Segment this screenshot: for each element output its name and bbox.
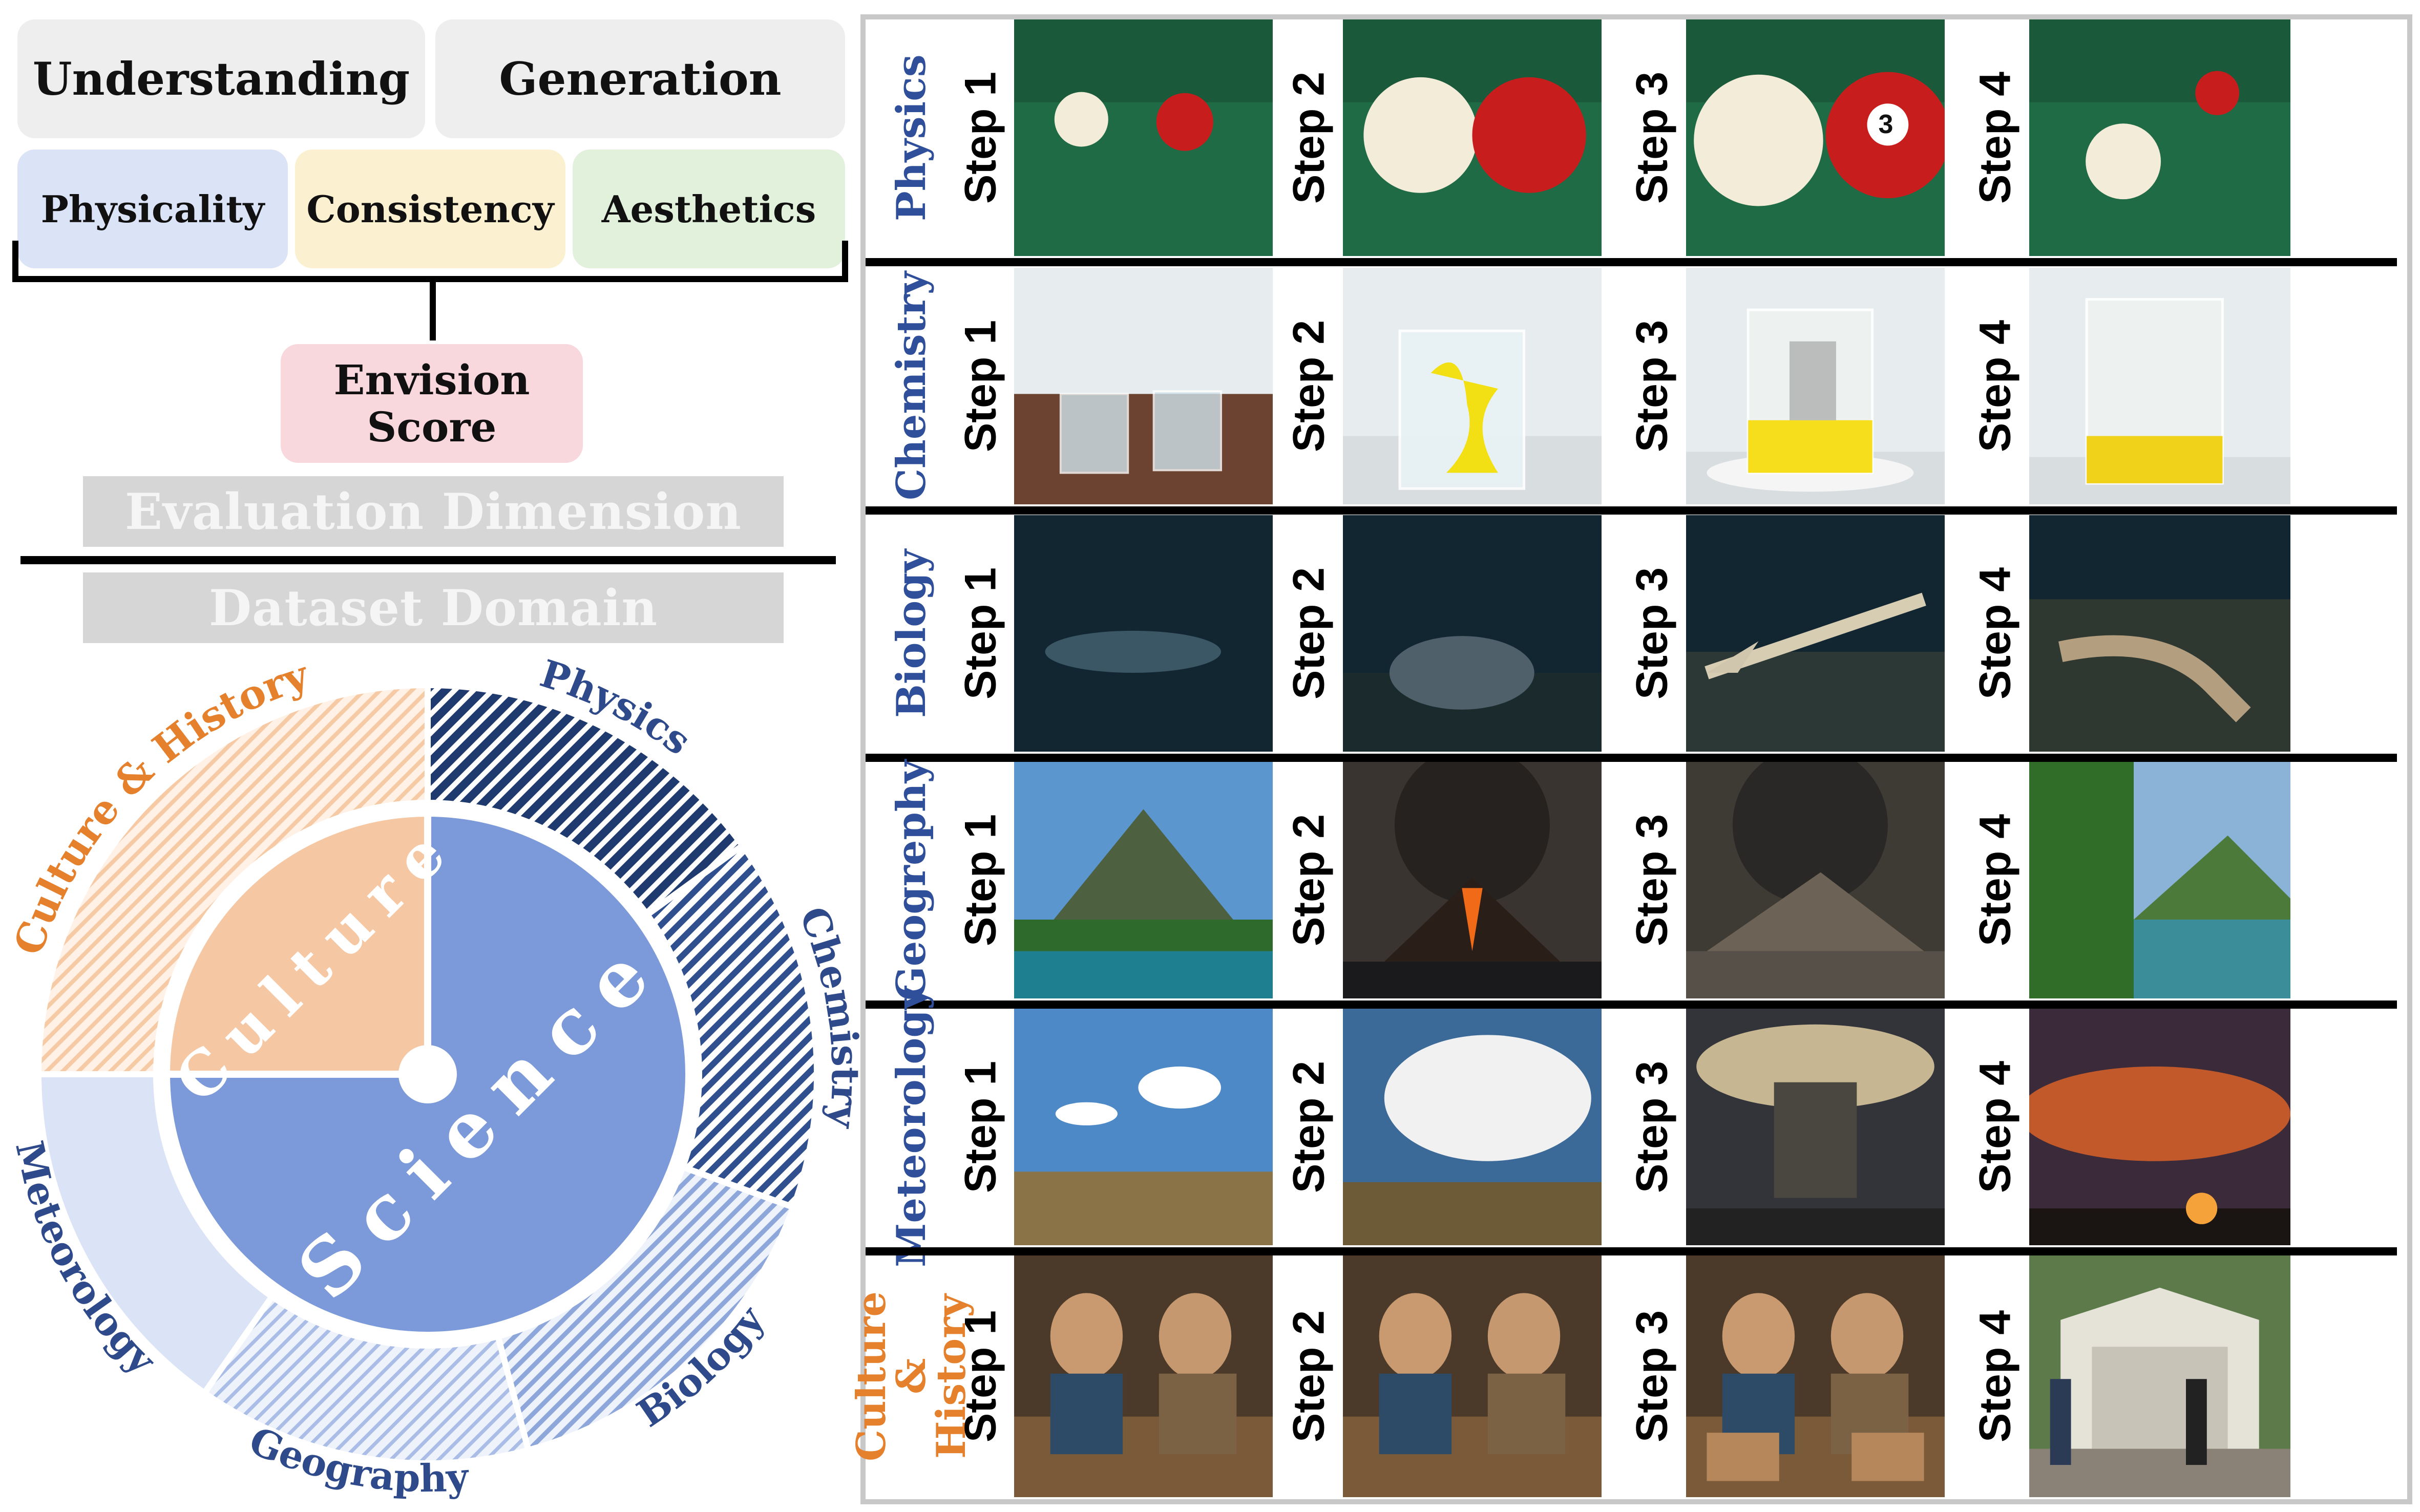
scene-image-culture-3 bbox=[1686, 1255, 1945, 1497]
step-label-1: Step 1 bbox=[956, 320, 1005, 453]
scene-image-meteorology-3 bbox=[1686, 1009, 1945, 1245]
step-label-3: Step 3 bbox=[1627, 1310, 1677, 1443]
step-label-4: Step 4 bbox=[1970, 320, 2020, 453]
scene-image-chemistry-1 bbox=[1014, 268, 1273, 504]
row-separator bbox=[866, 754, 2397, 762]
domain-label-biology: Biology bbox=[888, 549, 935, 718]
scene-image-geography-1 bbox=[1014, 762, 1273, 998]
step-label-2: Step 2 bbox=[1284, 71, 1334, 204]
scene-image-biology-3 bbox=[1686, 515, 1945, 752]
envision-score-box: Envision Score bbox=[281, 344, 583, 463]
row-separator bbox=[866, 258, 2397, 266]
row-separator bbox=[866, 506, 2397, 515]
scene-image-meteorology-1 bbox=[1014, 1009, 1273, 1245]
domain-label-meteorology: Meteorology bbox=[888, 986, 935, 1268]
scene-image-meteorology-2 bbox=[1343, 1009, 1602, 1245]
scene-image-geography-2 bbox=[1343, 762, 1602, 998]
step-label-1: Step 1 bbox=[956, 1310, 1005, 1443]
scene-image-biology-2 bbox=[1343, 515, 1602, 752]
step-label-2: Step 2 bbox=[1284, 1310, 1334, 1443]
step-label-3: Step 3 bbox=[1627, 567, 1677, 700]
step-label-4: Step 4 bbox=[1970, 71, 2020, 204]
scene-image-geography-4 bbox=[2029, 762, 2290, 998]
consistency-box: Consistency bbox=[295, 150, 565, 268]
envision-score-line2: Score bbox=[367, 403, 497, 451]
dataset-domain-bar: Dataset Domain bbox=[83, 572, 784, 643]
domain-label-culture: Culture & History bbox=[848, 1291, 975, 1461]
step-label-4: Step 4 bbox=[1970, 1060, 2020, 1194]
scene-image-biology-4 bbox=[2029, 515, 2290, 752]
envision-score-line1: Envision bbox=[333, 356, 530, 404]
scene-image-physics-1 bbox=[1014, 19, 1273, 256]
scene-image-physics-4 bbox=[2029, 19, 2290, 256]
left-panel-graphics: PhysicsChemistryBiologyGeographyMeteorol… bbox=[5, 241, 860, 1501]
row-meteorology: Meteorology Step 1 Step 2 Step 3 Step 4 bbox=[866, 986, 2407, 1268]
step-label-3: Step 3 bbox=[1627, 814, 1677, 947]
scene-image-meteorology-4 bbox=[2029, 1009, 2290, 1245]
step-label-1: Step 1 bbox=[956, 71, 1005, 204]
scene-image-chemistry-4 bbox=[2029, 268, 2290, 504]
scene-image-biology-1 bbox=[1014, 515, 1273, 752]
outer-slice-chemistry bbox=[643, 841, 820, 1211]
outer-slice-physics bbox=[425, 682, 747, 919]
sunburst-chart: PhysicsChemistryBiologyGeographyMeteorol… bbox=[5, 651, 860, 1501]
scene-image-culture-2 bbox=[1343, 1255, 1602, 1497]
scene-image-culture-4 bbox=[2029, 1255, 2290, 1497]
step-label-1: Step 1 bbox=[956, 814, 1005, 947]
understanding-box: Understanding bbox=[17, 19, 425, 138]
center-hole bbox=[402, 1049, 453, 1100]
step-label-2: Step 2 bbox=[1284, 320, 1334, 453]
step-label-1: Step 1 bbox=[956, 567, 1005, 700]
step-label-4: Step 4 bbox=[1970, 567, 2020, 700]
row-physics: Physics Step 1 Step 2 Step 3 3 Step 4 bbox=[866, 19, 2407, 256]
outer-slice-meteorology bbox=[35, 1071, 277, 1397]
scene-image-chemistry-2 bbox=[1343, 268, 1602, 504]
brace bbox=[12, 241, 848, 340]
scene-image-culture-1 bbox=[1014, 1255, 1273, 1497]
row-geography: Geogrephy Step 1 Step 2 Step 3 Step 4 bbox=[866, 759, 2407, 1001]
row-separator bbox=[866, 1247, 2397, 1255]
domain-label-geography: Geogrephy bbox=[888, 759, 935, 1001]
domain-label-physics: Physics bbox=[888, 54, 935, 221]
domain-label-chemistry: Chemistry bbox=[888, 271, 935, 501]
step-label-4: Step 4 bbox=[1970, 1310, 2020, 1443]
scene-image-physics-2 bbox=[1343, 19, 1602, 256]
step-label-3: Step 3 bbox=[1627, 1060, 1677, 1194]
scene-image-geography-3 bbox=[1686, 762, 1945, 998]
row-biology: Biology Step 1 Step 2 Step 3 Step 4 bbox=[866, 515, 2407, 752]
step-label-2: Step 2 bbox=[1284, 1060, 1334, 1194]
outer-slice-biology bbox=[494, 1163, 797, 1454]
step-label-3: Step 3 bbox=[1627, 320, 1677, 453]
aesthetics-box: Aesthetics bbox=[573, 150, 845, 268]
row-chemistry: Chemistry Step 1 Step 2 Step 3 Step 4 bbox=[866, 268, 2407, 504]
generation-box: Generation bbox=[435, 19, 845, 138]
step-label-3: Step 3 bbox=[1627, 71, 1677, 204]
step-label-2: Step 2 bbox=[1284, 814, 1334, 947]
scene-image-chemistry-3 bbox=[1686, 268, 1945, 504]
row-separator bbox=[866, 1000, 2397, 1009]
step-label-1: Step 1 bbox=[956, 1060, 1005, 1194]
ball-number: 3 bbox=[1878, 110, 1893, 139]
step-label-4: Step 4 bbox=[1970, 814, 2020, 947]
physicality-box: Physicality bbox=[17, 150, 288, 268]
evaluation-dimension-bar: Evaluation Dimension bbox=[83, 476, 784, 547]
scene-image-physics-3: 3 bbox=[1686, 19, 1945, 256]
step-label-2: Step 2 bbox=[1284, 567, 1334, 700]
outer-slice-culture-history bbox=[35, 682, 431, 1077]
